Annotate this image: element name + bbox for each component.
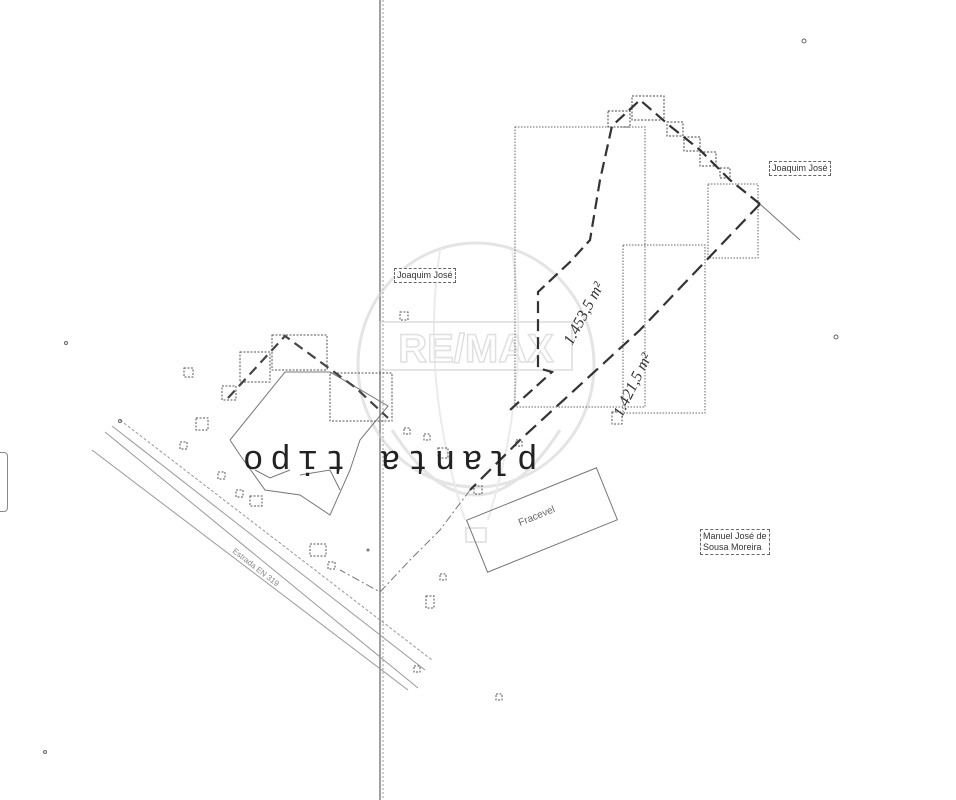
survey-points — [43, 38, 839, 754]
plan-type-stamp: planta tipo — [236, 440, 538, 478]
boundary-right — [509, 98, 761, 411]
owner-label-center: Joaquim José — [394, 268, 456, 283]
owner-label-top-right: Joaquim José — [769, 161, 831, 176]
owner-label-line-2: Sousa Moreira — [703, 542, 762, 552]
owner-label-bottom-right: Manuel José de Sousa Moreira — [700, 529, 770, 555]
boundary-extension — [759, 203, 801, 241]
markers-left — [179, 311, 623, 701]
road-estrada — [91, 419, 433, 691]
building-right — [514, 126, 759, 414]
side-scroll-tab[interactable] — [0, 452, 8, 512]
area-annotation-2: 1.421,5 m² — [610, 350, 656, 420]
remax-wordmark: RE/MAX — [398, 327, 554, 371]
remax-watermark: RE/MAX — [356, 241, 596, 543]
building-small-label: Fracevel — [517, 504, 557, 529]
building-left — [229, 371, 389, 516]
fold-line — [379, 0, 384, 800]
owner-label-line-1: Manuel José de — [703, 531, 767, 541]
boundary-right-lower — [469, 203, 761, 491]
boundary-left — [227, 334, 389, 419]
road-label: Estrada EN 319 — [231, 546, 281, 588]
building-small — [465, 467, 619, 573]
property-line — [339, 489, 471, 593]
markers-right — [607, 95, 731, 179]
